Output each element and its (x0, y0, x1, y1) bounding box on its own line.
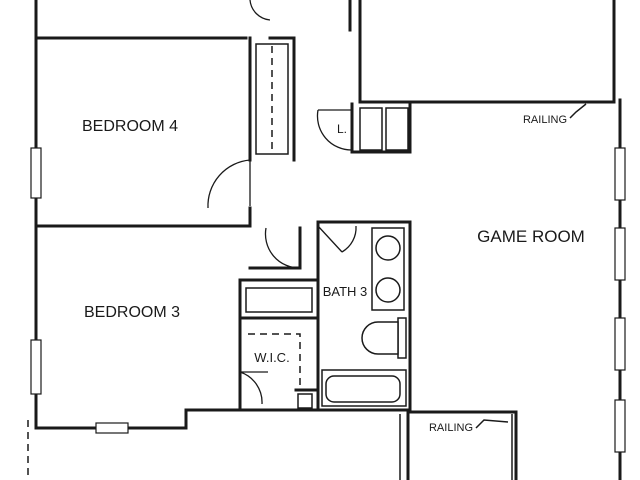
railing-label-lower: RAILING (429, 422, 473, 434)
room-label-linen: L. (337, 122, 347, 136)
closets (245, 43, 313, 390)
door-bedroom4 (207, 159, 251, 209)
wic-shelf (245, 287, 313, 313)
window-game-room-2 (614, 227, 626, 281)
sink-1 (375, 235, 401, 261)
interior-walls (34, 0, 616, 480)
room-label-bedroom4: BEDROOM 4 (82, 118, 178, 135)
door-wic (239, 371, 268, 405)
door-bedroom3 (264, 227, 301, 269)
room-label-bath3: BATH 3 (323, 284, 368, 299)
doors (207, 0, 357, 410)
linen-cabinets (359, 107, 409, 151)
windows (30, 147, 626, 453)
bath-fixtures (297, 227, 407, 409)
room-label-game-room: GAME ROOM (477, 227, 585, 246)
railing-leader-upper (569, 103, 587, 119)
bedroom4-closet (255, 43, 289, 155)
bathtub-basin (325, 375, 401, 403)
door-bath3 (317, 225, 357, 253)
window-game-room-4 (614, 399, 626, 453)
room-label-bedroom3: BEDROOM 3 (84, 304, 180, 321)
toilet-tank (397, 317, 407, 359)
railing-label-upper: RAILING (523, 114, 567, 126)
railing-leader-lower (475, 419, 509, 429)
window-bottom (95, 422, 129, 434)
window-game-room-1 (614, 147, 626, 201)
door-linen (316, 109, 353, 151)
window-bedroom4 (30, 147, 42, 199)
sink-2 (375, 277, 401, 303)
room-label-wic: W.I.C. (254, 350, 289, 365)
stair-lines (27, 414, 513, 480)
window-bedroom3 (30, 339, 42, 395)
toilet-bowl (361, 321, 399, 355)
door-top (249, 0, 271, 21)
linen-cabinet-2 (385, 107, 409, 151)
linen-cabinet-1 (359, 107, 383, 151)
window-game-room-3 (614, 317, 626, 371)
ac-closet (297, 393, 313, 409)
railing-leaders (475, 103, 587, 429)
